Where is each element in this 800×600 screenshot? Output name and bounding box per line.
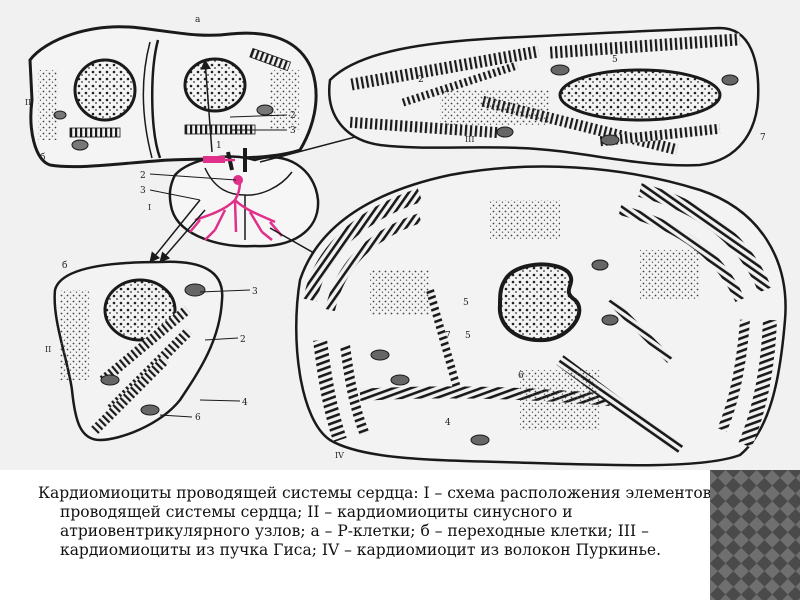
corner-decoration [710, 470, 800, 600]
label-b-top: б [40, 152, 45, 163]
nucleus [183, 57, 247, 113]
label-6-r2: 6 [518, 371, 524, 381]
label-3-mid: 3 [252, 287, 258, 297]
label-7-r2: 7 [445, 331, 451, 341]
label-7-r1: 7 [760, 133, 766, 143]
label-2-top: 2 [290, 111, 296, 121]
label-roman-III: III [465, 135, 474, 144]
sinus-node-cells [28, 25, 318, 169]
cardiomyocyte-figure: а II б 1 2 3 2 3 I 2 5 [0, 0, 800, 470]
label-3-top: 3 [290, 126, 296, 136]
label-2-heart: 2 [140, 171, 146, 181]
label-4-mid: 4 [242, 398, 248, 408]
label-1: 1 [216, 141, 222, 151]
arrow [149, 199, 201, 263]
nucleus [103, 278, 177, 342]
label-5-r2b: 5 [465, 331, 471, 341]
label-2-mid: 2 [240, 335, 246, 345]
label-2-r1: 2 [418, 75, 424, 85]
nucleus [73, 58, 137, 122]
nucleus [558, 68, 722, 122]
label-b-mid: б [62, 260, 67, 271]
label-3-heart: 3 [140, 186, 146, 196]
his-bundle-cell [328, 26, 760, 167]
purkinje-cell [295, 165, 787, 467]
label-5-r2a: 5 [463, 298, 469, 308]
label-a: а [195, 15, 201, 25]
label-roman-II-top: II [25, 98, 31, 107]
arrow [159, 209, 206, 263]
label-roman-II-mid: II [45, 345, 51, 354]
label-5-r1: 5 [612, 55, 618, 65]
label-roman-I: I [148, 203, 151, 212]
label-6-mid: 6 [195, 413, 201, 423]
heart-schematic [168, 148, 320, 248]
nucleus [497, 262, 582, 343]
figure-caption: Кардиомиоциты проводящей системы сердца:… [38, 484, 712, 559]
transitional-cell [53, 260, 224, 442]
label-4-r2: 4 [445, 418, 451, 428]
arrow [200, 58, 213, 153]
label-roman-IV: IV [335, 451, 344, 460]
